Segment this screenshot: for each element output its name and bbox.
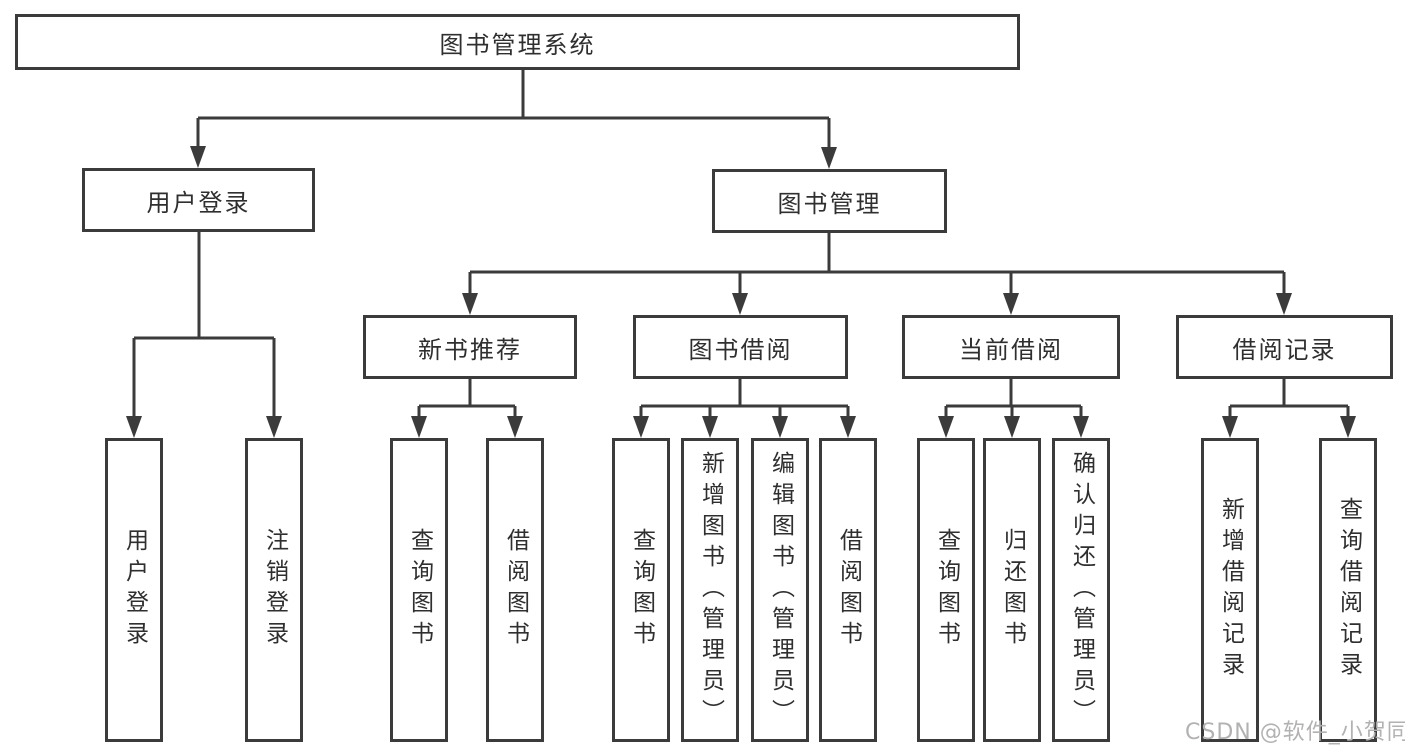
node-current-borrowing-label: 当前借阅 [959,335,1063,364]
node-borrowing-records-label: 借阅记录 [1232,335,1337,364]
leaf-borrowing-edit-books-admin: 编辑图书（管理员） [751,438,809,742]
leaf-current-confirm-return-admin-label: 确认归还（管理员） [1068,450,1095,730]
leaf-user-login: 用户登录 [105,438,163,742]
leaf-current-return-books-label: 归还图书 [999,528,1026,652]
node-new-book-recommend: 新书推荐 [363,315,577,379]
leaf-records-add-record-label: 新增借阅记录 [1217,497,1244,683]
leaf-borrowing-add-books-admin: 新增图书（管理员） [681,438,739,742]
leaf-borrowing-add-books-admin-label: 新增图书（管理员） [697,450,724,730]
node-root-label: 图书管理系统 [439,30,596,59]
node-user-login-branch-label: 用户登录 [146,188,251,217]
node-book-borrowing: 图书借阅 [633,315,848,379]
node-new-book-recommend-label: 新书推荐 [418,335,522,364]
leaf-logout-label: 注销登录 [261,528,288,652]
arrowheads [126,146,1356,438]
node-current-borrowing: 当前借阅 [902,315,1120,379]
node-root: 图书管理系统 [15,14,1020,70]
leaf-logout: 注销登录 [245,438,303,742]
leaf-records-add-record: 新增借阅记录 [1201,438,1259,742]
node-book-borrowing-label: 图书借阅 [688,335,793,364]
leaf-records-query-record: 查询借阅记录 [1319,438,1377,742]
leaf-current-query-books: 查询图书 [917,438,975,742]
leaf-records-query-record-label: 查询借阅记录 [1335,497,1362,683]
leaf-borrowing-query-books-label: 查询图书 [628,528,655,652]
node-book-management-branch: 图书管理 [712,169,947,233]
leaf-current-query-books-label: 查询图书 [933,528,960,652]
leaf-current-return-books: 归还图书 [983,438,1041,742]
leaf-recommend-borrow-books-label: 借阅图书 [502,528,529,652]
leaf-borrowing-borrow-books-label: 借阅图书 [835,528,862,652]
leaf-recommend-query-books-label: 查询图书 [406,528,433,652]
leaf-current-confirm-return-admin: 确认归还（管理员） [1052,438,1110,742]
csdn-watermark: CSDN @软件_小贺同学 [1185,720,1405,745]
leaf-borrowing-query-books: 查询图书 [612,438,670,742]
node-borrowing-records: 借阅记录 [1176,315,1393,379]
node-book-management-branch-label: 图书管理 [777,189,882,218]
leaf-recommend-query-books: 查询图书 [390,438,448,742]
leaf-borrowing-borrow-books: 借阅图书 [819,438,877,742]
leaf-borrowing-edit-books-admin-label: 编辑图书（管理员） [767,450,794,730]
node-user-login-branch: 用户登录 [82,168,315,232]
leaf-recommend-borrow-books: 借阅图书 [486,438,544,742]
leaf-user-login-label: 用户登录 [121,528,148,652]
